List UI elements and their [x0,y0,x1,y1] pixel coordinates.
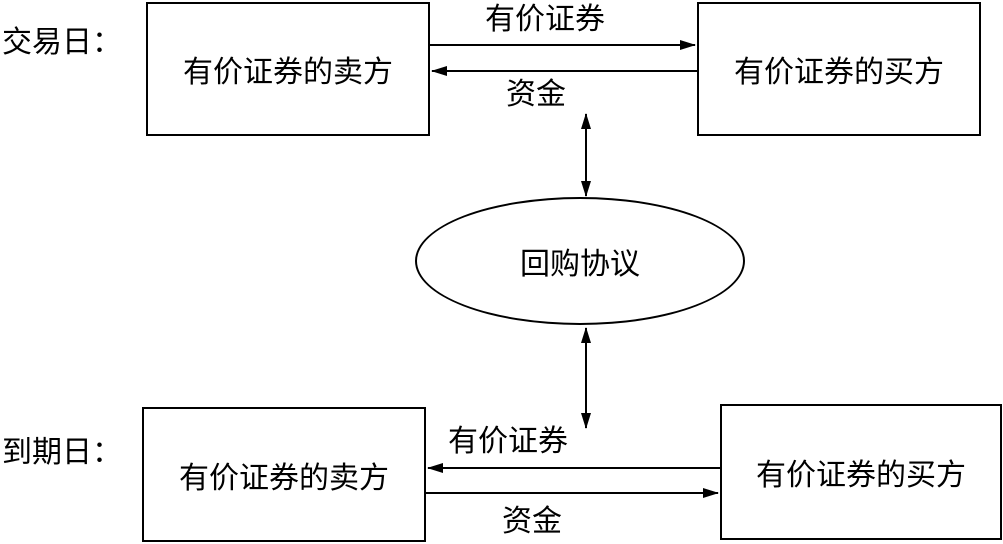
trade-day-funds-flow-label: 资金 [506,77,566,112]
trade-day-label: 交易日： [2,25,122,60]
maturity-day-funds-flow-label: 资金 [502,504,562,539]
maturity-day-buyer-text: 有价证券的买方 [756,458,966,493]
repo-agreement-text: 回购协议 [520,247,640,282]
maturity-day-buyer-box: 有价证券的买方 [720,404,1002,540]
maturity-day-seller-text: 有价证券的卖方 [179,460,389,496]
trade-day-securities-flow-label: 有价证券 [485,2,605,37]
repo-agreement-ellipse: 回购协议 [415,197,745,325]
trade-day-buyer-text: 有价证券的买方 [734,55,944,90]
maturity-day-label: 到期日： [2,435,122,470]
trade-day-seller-text: 有价证券的卖方 [183,55,393,90]
maturity-day-securities-flow-label: 有价证券 [448,424,568,459]
trade-day-buyer-box: 有价证券的买方 [697,2,981,136]
maturity-day-seller-box: 有价证券的卖方 [142,407,426,542]
trade-day-seller-box: 有价证券的卖方 [146,2,430,136]
